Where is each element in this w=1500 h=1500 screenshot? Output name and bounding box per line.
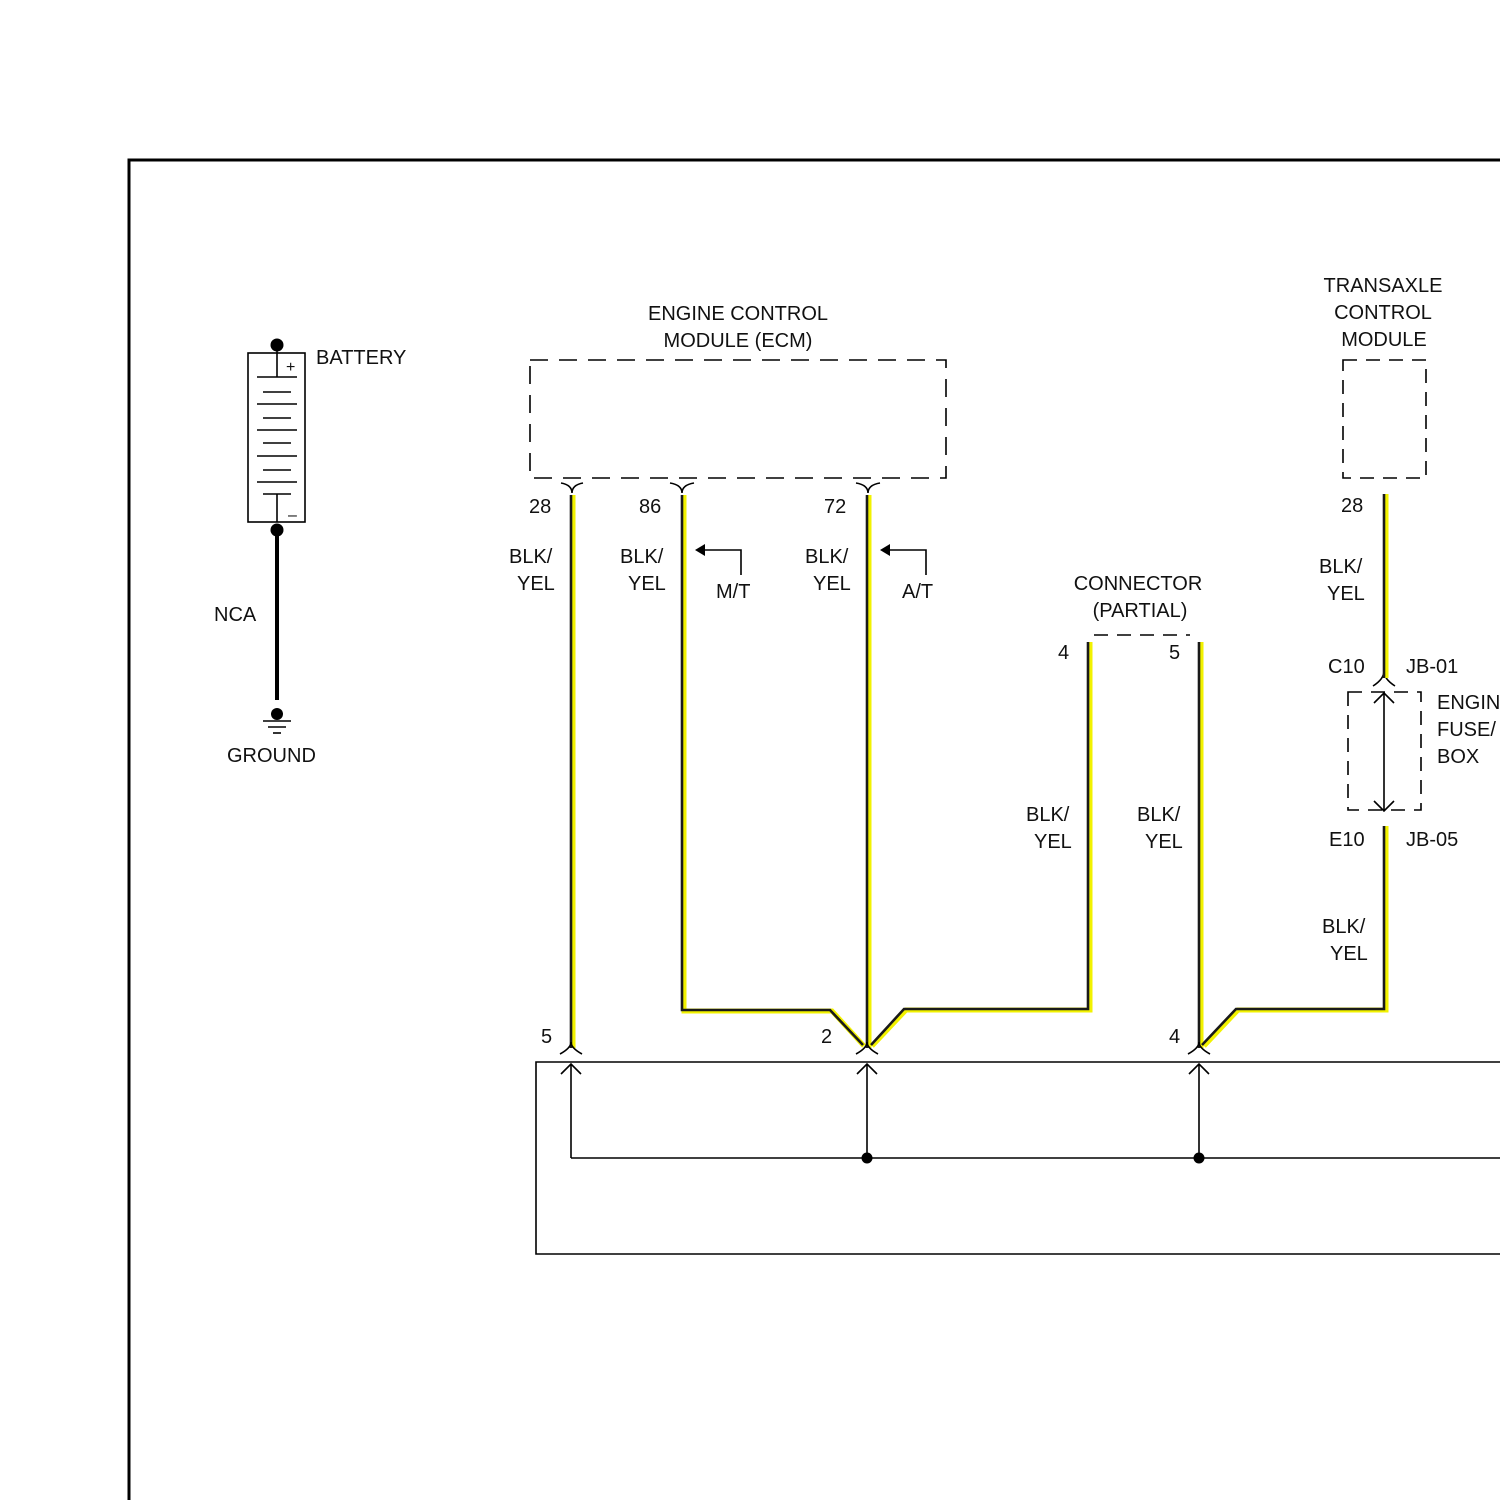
fuse-box-bottom-cavity: E10 — [1329, 829, 1365, 851]
battery-minus-sign: – — [288, 507, 297, 524]
ecm-pin-28-receptacle — [561, 483, 583, 493]
wire5-label-line2: YEL — [1145, 831, 1183, 853]
fuse-box-label-line1: ENGIN — [1437, 692, 1500, 714]
at-option-label: A/T — [902, 581, 933, 603]
ground-symbol — [263, 708, 291, 733]
splice-pin-2-label: 2 — [821, 1026, 832, 1048]
battery-label: BATTERY — [316, 347, 406, 369]
tcm-title-line3: MODULE — [1341, 329, 1427, 351]
fuse-box-bottom-connector: JB-05 — [1406, 829, 1458, 851]
wire7-label-line1: BLK/ — [1322, 916, 1366, 938]
tcm-title-line2: CONTROL — [1334, 302, 1432, 324]
ecm-pin-28-label: 28 — [529, 496, 551, 518]
wire5-label-line1: BLK/ — [1137, 804, 1181, 826]
wire7-label-line2: YEL — [1330, 943, 1368, 965]
ecm-title-line2: MODULE (ECM) — [664, 330, 813, 352]
mt-option-label: M/T — [716, 581, 750, 603]
wire3-label-line2: YEL — [813, 573, 851, 595]
ecm-pin-72-receptacle — [856, 483, 880, 493]
connector-pin-4-label: 4 — [1058, 642, 1069, 664]
fuse-box-label-line2: FUSE/ — [1437, 719, 1496, 741]
connector-pin-5-label: 5 — [1169, 642, 1180, 664]
wire2-label-line2: YEL — [628, 573, 666, 595]
connector-title-line1: CONNECTOR — [1074, 573, 1203, 595]
wire3-label-line1: BLK/ — [805, 546, 849, 568]
tcm-pin-label: 28 — [1341, 495, 1363, 517]
ecm-title-line1: ENGINE CONTROL — [648, 303, 828, 325]
splice-pin-4-label: 4 — [1169, 1026, 1180, 1048]
wire-harness — [571, 494, 1386, 1048]
ground-point — [271, 708, 283, 720]
mt-arrow-head — [695, 544, 705, 556]
ground-label: GROUND — [227, 745, 316, 767]
tcm-box — [1343, 360, 1426, 478]
bus-junction-dot — [1194, 1153, 1205, 1164]
at-option-bracket — [887, 550, 926, 575]
bus-junction-dot — [862, 1153, 873, 1164]
battery-plus-sign: + — [286, 359, 295, 376]
wire4-label-line1: BLK/ — [1026, 804, 1070, 826]
ecm-pin-72-label: 72 — [824, 496, 846, 518]
mt-option-bracket — [702, 550, 741, 575]
fuse-box-top-cavity: C10 — [1328, 656, 1365, 678]
battery-wire-label: NCA — [214, 604, 257, 626]
fuse-box-top-connector: JB-01 — [1406, 656, 1458, 678]
wire1-label-line2: YEL — [517, 573, 555, 595]
connector-title-line2: (PARTIAL) — [1093, 600, 1188, 622]
ecm-pin-86-receptacle — [670, 483, 694, 493]
wire2-label-line1: BLK/ — [620, 546, 664, 568]
at-arrow-head — [880, 544, 890, 556]
wire6-label-line2: YEL — [1327, 583, 1365, 605]
ecm-pin-86-label: 86 — [639, 496, 661, 518]
wire4-label-line2: YEL — [1034, 831, 1072, 853]
wire6-label-line1: BLK/ — [1319, 556, 1363, 578]
tcm-title-line1: TRANSAXLE — [1324, 275, 1443, 297]
battery-symbol: + – — [248, 339, 305, 537]
joint-connector-internal-bus — [561, 1064, 1500, 1164]
ecm-box — [530, 360, 946, 478]
wire1-label-line1: BLK/ — [509, 546, 553, 568]
fuse-box-label-line3: BOX — [1437, 746, 1479, 768]
splice-pin-5-label: 5 — [541, 1026, 552, 1048]
